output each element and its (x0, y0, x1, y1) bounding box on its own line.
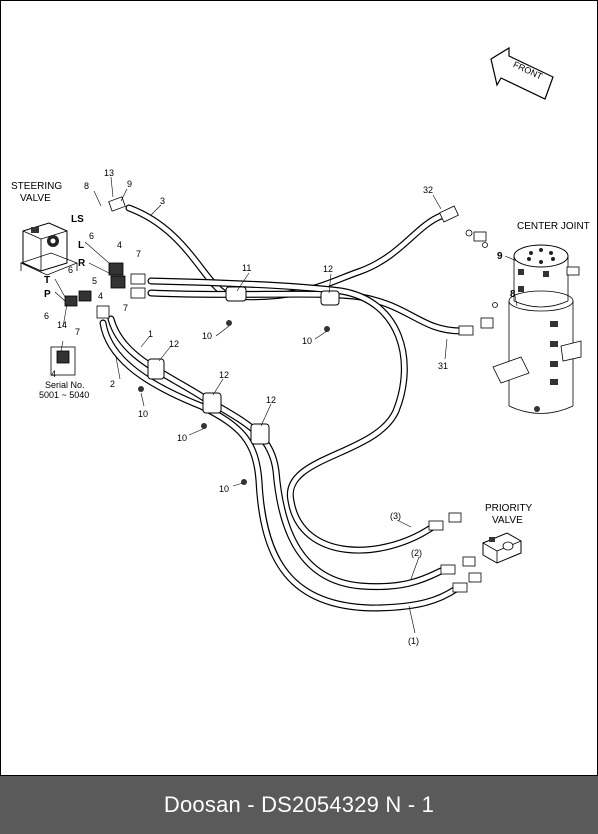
serial-number-label-1: Serial No. (45, 380, 85, 390)
priority-valve-label-2: VALVE (492, 515, 523, 526)
port-label-ls: LS (71, 214, 84, 225)
callout-10-b: 10 (302, 336, 312, 346)
callout-10-a: 10 (202, 331, 212, 341)
callout-12-d: 12 (266, 395, 276, 405)
callout-2: 2 (110, 379, 115, 389)
callout-8-b: 8 (510, 289, 516, 300)
callout-9-b: 9 (497, 251, 503, 262)
callout-4-b: 4 (98, 291, 103, 301)
callout-paren-3: (3) (390, 511, 401, 521)
callout-4-a: 4 (117, 240, 122, 250)
callout-6-b: 6 (68, 265, 73, 275)
bolts (138, 320, 330, 485)
callout-10-d: 10 (177, 433, 187, 443)
fittings (56, 196, 498, 593)
footer-bar: Doosan - DS2054329 N - 1 (0, 776, 598, 834)
callout-8-a: 8 (84, 181, 89, 191)
callout-4-c: 4 (51, 369, 56, 379)
callout-7-c: 7 (75, 327, 80, 337)
callout-12-b: 12 (169, 339, 179, 349)
callout-11: 11 (242, 263, 251, 273)
callout-6-c: 6 (44, 311, 49, 321)
callout-12-a: 12 (323, 264, 333, 274)
priority-valve-label-1: PRIORITY (485, 503, 533, 514)
callout-9-a: 9 (127, 179, 132, 189)
center-joint-label: CENTER JOINT (517, 221, 590, 232)
callout-paren-2: (2) (411, 548, 422, 558)
port-label-p: P (44, 289, 51, 300)
callout-10-e: 10 (219, 484, 229, 494)
callout-1: 1 (148, 329, 153, 339)
port-label-l: L (78, 240, 84, 251)
callout-32: 32 (423, 185, 433, 195)
callout-31: 31 (438, 361, 448, 371)
callout-13: 13 (104, 168, 114, 178)
hydraulic-diagram: FRONT (0, 0, 598, 776)
steering-valve-label-2: VALVE (20, 193, 51, 204)
callout-paren-1: (1) (408, 636, 419, 646)
clamps (147, 286, 340, 445)
footer-text: Doosan - DS2054329 N - 1 (163, 792, 435, 817)
callout-3: 3 (160, 196, 165, 206)
diagram-canvas: FRONT (11, 46, 590, 646)
callout-7-a: 7 (136, 249, 141, 259)
callout-5: 5 (92, 276, 97, 286)
callout-10-c: 10 (138, 409, 148, 419)
port-label-r: R (78, 258, 86, 269)
priority-valve (482, 532, 522, 564)
callout-6-a: 6 (89, 231, 94, 241)
steering-valve (20, 222, 78, 276)
front-arrow: FRONT (490, 46, 554, 100)
center-joint (492, 244, 582, 414)
leader-lines (54, 176, 518, 634)
callout-14: 14 (57, 320, 67, 330)
port-label-t: T (44, 275, 50, 286)
steering-valve-label-1: STEERING (11, 181, 62, 192)
callout-12-c: 12 (219, 370, 229, 380)
callout-7-b: 7 (123, 303, 128, 313)
serial-number-label-2: 5001 ~ 5040 (39, 390, 89, 400)
hoses (99, 204, 465, 612)
serial-inset (50, 346, 76, 376)
